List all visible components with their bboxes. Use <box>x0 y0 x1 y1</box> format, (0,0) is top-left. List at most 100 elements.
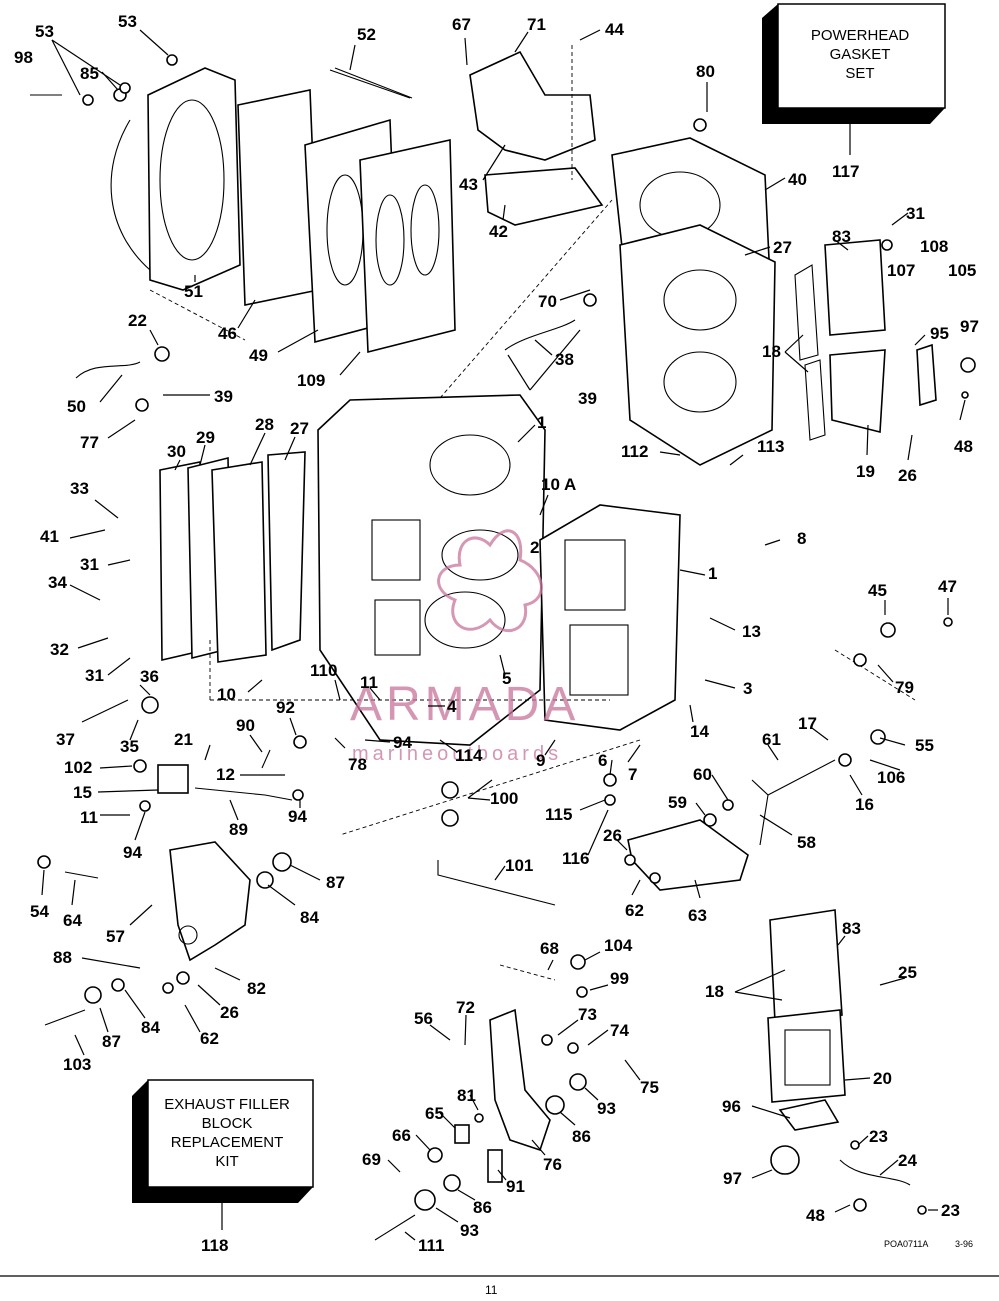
callout-1a: 1 <box>537 413 546 432</box>
callout-96: 96 <box>722 1097 741 1116</box>
callout-13: 13 <box>742 622 761 641</box>
callout-40: 40 <box>788 170 807 189</box>
callout-32: 32 <box>50 640 69 659</box>
callout-102: 102 <box>64 758 92 777</box>
crankcase-half-drawing <box>539 504 681 731</box>
exhaust-housing-drawing <box>169 841 251 962</box>
callout-67: 67 <box>452 15 471 34</box>
callout-18a: 18 <box>762 342 781 361</box>
exhaust-cover-drawing <box>110 67 241 291</box>
page-number: 11 <box>485 1283 498 1296</box>
callout-26a: 26 <box>898 466 917 485</box>
exhaust-kit-line4: KIT <box>215 1153 238 1170</box>
transfer-covers-drawing <box>159 451 306 663</box>
callout-83a: 83 <box>832 227 851 246</box>
callout-35: 35 <box>120 737 139 756</box>
callout-72: 72 <box>456 998 475 1017</box>
callout-63: 63 <box>688 906 707 925</box>
callout-55: 55 <box>915 736 934 755</box>
callout-97b: 97 <box>723 1169 742 1188</box>
callout-111: 111 <box>418 1236 445 1255</box>
callout-77: 77 <box>80 433 99 452</box>
callout-94b: 94 <box>288 807 307 826</box>
callout-68: 68 <box>540 939 559 958</box>
callout-33: 33 <box>70 479 89 498</box>
callout-27b: 27 <box>290 419 309 438</box>
callout-80: 80 <box>696 62 715 81</box>
callout-88: 88 <box>53 948 72 967</box>
callout-7: 7 <box>628 765 637 784</box>
callout-87b: 87 <box>102 1032 121 1051</box>
callout-39a: 39 <box>214 387 233 406</box>
exhaust-kit-line2: BLOCK <box>202 1115 253 1132</box>
callout-106: 106 <box>877 768 905 787</box>
callout-109: 109 <box>297 371 325 390</box>
thermostat-housing-drawing <box>469 50 604 226</box>
callout-45: 45 <box>868 581 887 600</box>
callout-47: 47 <box>938 577 957 596</box>
callout-10b: 10 <box>217 685 236 704</box>
exhaust-kit-line1: EXHAUST FILLER <box>164 1096 290 1113</box>
callout-70: 70 <box>538 292 557 311</box>
callout-86a: 86 <box>572 1127 591 1146</box>
callout-98: 98 <box>14 48 33 67</box>
callout-103: 103 <box>63 1055 91 1074</box>
callout-75: 75 <box>640 1078 659 1097</box>
callout-10a: 10 A <box>541 475 576 494</box>
callout-43: 43 <box>459 175 478 194</box>
callout-23b: 23 <box>941 1201 960 1220</box>
callout-89: 89 <box>229 820 248 839</box>
callout-62a: 62 <box>625 901 644 920</box>
callout-25: 25 <box>898 963 917 982</box>
callout-114: 114 <box>455 746 483 765</box>
intake-manifold-drawing <box>767 909 846 1175</box>
callout-99: 99 <box>610 969 629 988</box>
callout-115: 115 <box>545 805 572 824</box>
callout-60: 60 <box>693 765 712 784</box>
watermark: ARMADA marineoutboards <box>350 529 575 765</box>
callout-101: 101 <box>505 856 533 875</box>
callout-116: 116 <box>562 849 589 868</box>
callout-94a: 94 <box>393 733 412 752</box>
callout-54: 54 <box>30 902 49 921</box>
exhaust-plates-drawing <box>237 69 456 354</box>
callout-21: 21 <box>174 730 193 749</box>
callout-85: 85 <box>80 64 99 83</box>
callout-50: 50 <box>67 397 86 416</box>
callout-64: 64 <box>63 911 82 930</box>
callout-92: 92 <box>276 698 295 717</box>
callout-46: 46 <box>218 324 237 343</box>
callout-6: 6 <box>598 751 607 770</box>
callout-118: 118 <box>201 1236 228 1255</box>
callout-9: 9 <box>536 751 545 770</box>
callout-17: 17 <box>798 714 817 733</box>
callout-108: 108 <box>920 237 948 256</box>
callout-65: 65 <box>425 1104 444 1123</box>
exhaust-filler-kit-box: EXHAUST FILLER BLOCK REPLACEMENT KIT <box>132 1079 314 1230</box>
callout-66: 66 <box>392 1126 411 1145</box>
cylinder-head-drawing <box>611 137 776 466</box>
callout-36: 36 <box>140 667 159 686</box>
powerhead-kit-line2: GASKET <box>830 46 891 63</box>
callout-82: 82 <box>247 979 266 998</box>
powerhead-kit-line3: SET <box>845 65 874 82</box>
callout-56: 56 <box>414 1009 433 1028</box>
callout-84a: 84 <box>300 908 319 927</box>
callout-113: 113 <box>757 437 784 456</box>
callout-94c: 94 <box>123 843 142 862</box>
callout-84b: 84 <box>141 1018 160 1037</box>
callout-87a: 87 <box>326 873 345 892</box>
callout-3: 3 <box>743 679 752 698</box>
linkage-rods-drawing <box>194 67 836 906</box>
callout-79: 79 <box>895 678 914 697</box>
callout-38: 38 <box>555 350 574 369</box>
callout-112: 112 <box>621 442 648 461</box>
callout-57: 57 <box>106 927 125 946</box>
callout-73: 73 <box>578 1005 597 1024</box>
callout-1b: 1 <box>708 564 717 583</box>
callout-24: 24 <box>898 1151 917 1170</box>
callout-31c: 31 <box>85 666 104 685</box>
callout-53b: 53 <box>118 12 137 31</box>
figure-date: 3-96 <box>955 1239 973 1249</box>
callout-76: 76 <box>543 1155 562 1174</box>
